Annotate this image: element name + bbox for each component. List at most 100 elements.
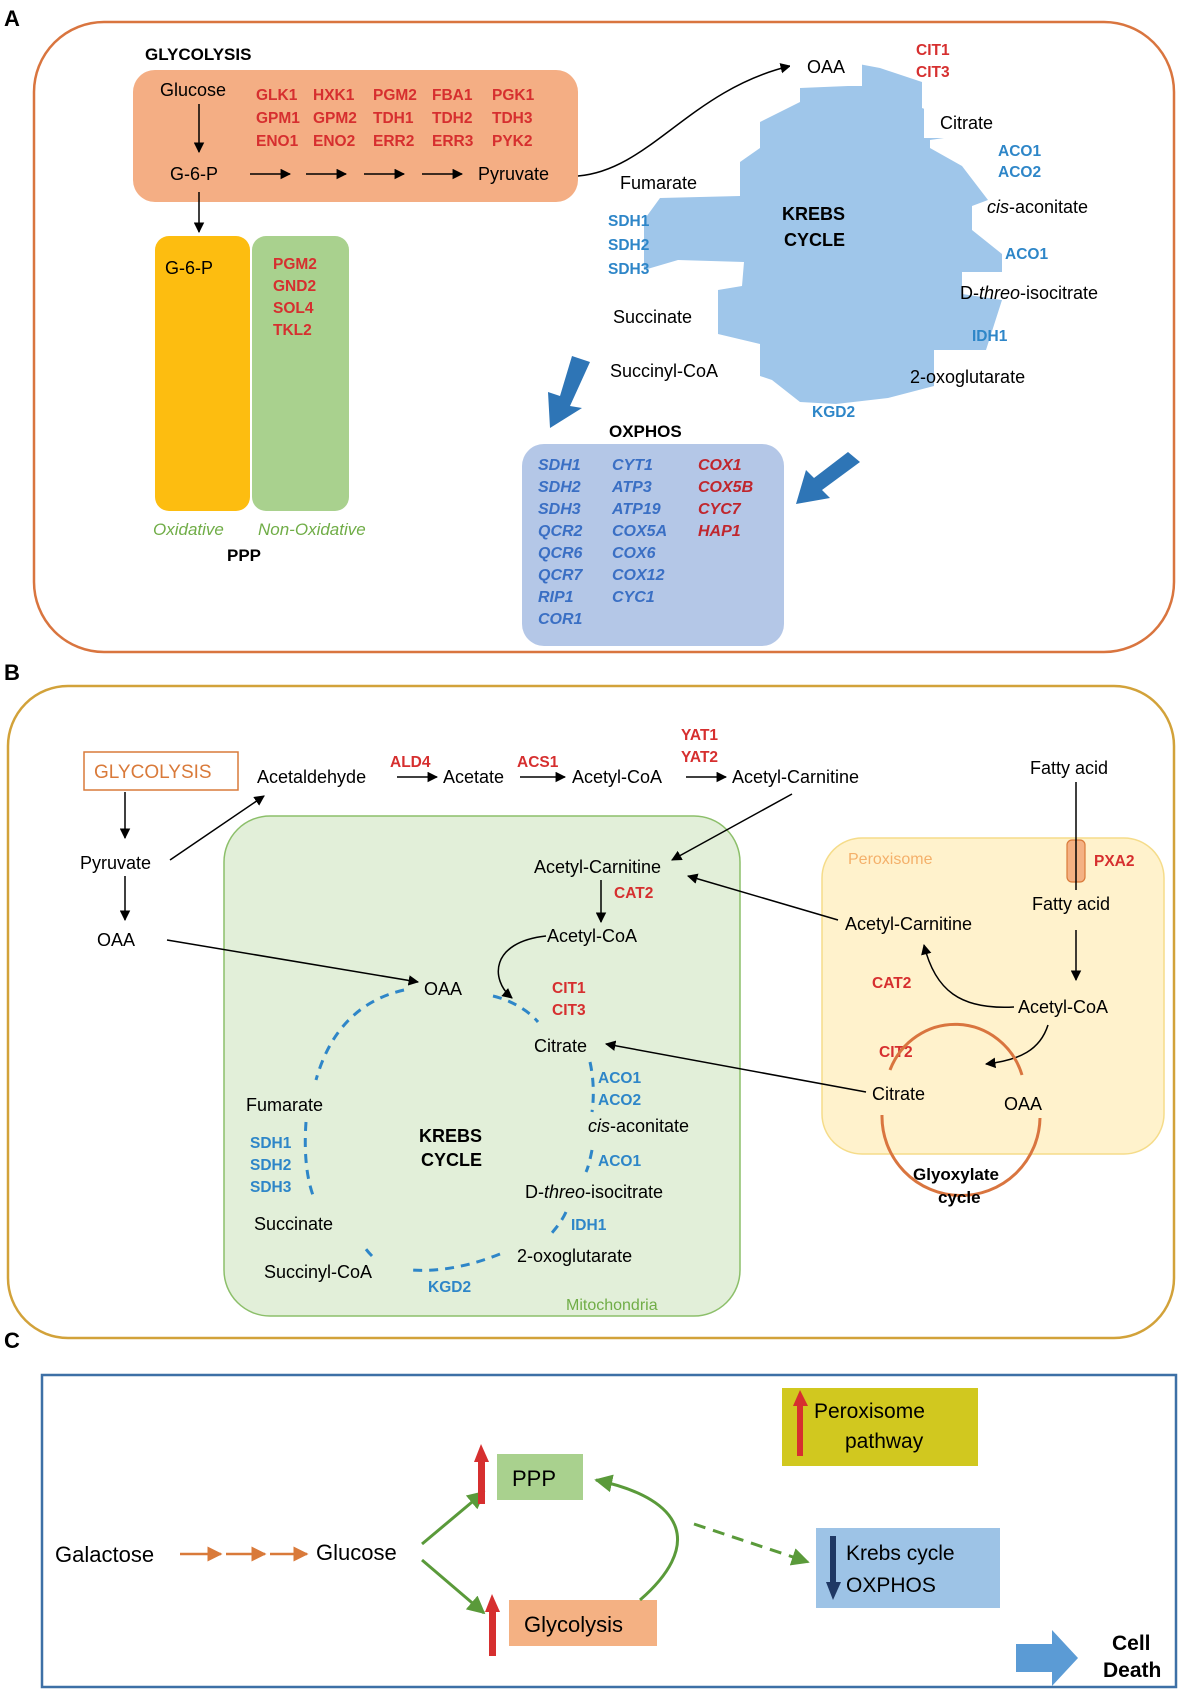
peroxisome-c-label: Peroxisome xyxy=(814,1400,925,1423)
glycolysis-title: GLYCOLYSIS xyxy=(145,45,251,64)
oxphos-gene: CYC7 xyxy=(698,501,742,518)
oaa-per-label: OAA xyxy=(1004,1094,1042,1114)
oxphos-gene: SDH3 xyxy=(538,501,581,518)
nonoxidative-label: Non-Oxidative xyxy=(258,520,366,539)
oxphos-gene: COX1 xyxy=(698,457,742,474)
arrow-glycolysis-ppp xyxy=(594,1474,679,1602)
arrow-pyruvate-acetaldehyde xyxy=(169,795,265,861)
sdh-gene: SDH2 xyxy=(250,1157,291,1174)
sdh-gene: SDH3 xyxy=(608,261,650,278)
ppp-c-label: PPP xyxy=(512,1466,556,1491)
gene: PYK2 xyxy=(492,133,533,150)
glyoxylate-arc-top xyxy=(888,1022,1024,1076)
sdh-gene: SDH1 xyxy=(250,1135,292,1152)
oxphos-col2: CYT1 ATP3 ATP19 COX5A COX6 COX12 CYC1 xyxy=(611,457,667,606)
acetate-label: Acetate xyxy=(443,767,504,787)
panel-a-label: A xyxy=(4,6,20,31)
krebs-title: KREBS xyxy=(782,204,845,224)
gene: ERR2 xyxy=(373,133,414,150)
oaa-label: OAA xyxy=(424,979,462,999)
peroxisome-c-label: pathway xyxy=(845,1430,924,1453)
sdh-gene: SDH3 xyxy=(250,1179,292,1196)
cell-death-label: Cell xyxy=(1112,1632,1151,1655)
gene: TDH3 xyxy=(492,110,533,127)
galactose-label: Galactose xyxy=(55,1542,154,1567)
fatty-acid-top-label: Fatty acid xyxy=(1030,758,1108,778)
isocitrate-label: D-threo-isocitrate xyxy=(525,1182,663,1202)
oxphos-gene: COR1 xyxy=(538,611,583,628)
acetyl-coa-top-label: Acetyl-CoA xyxy=(572,767,662,787)
pyruvate-b-label: Pyruvate xyxy=(80,853,151,873)
aco-gene: ACO1 xyxy=(998,143,1041,160)
oxoglutarate-label: 2-oxoglutarate xyxy=(517,1246,632,1266)
succinate-label: Succinate xyxy=(254,1214,333,1234)
gene: TDH1 xyxy=(373,110,414,127)
gene: FBA1 xyxy=(432,87,473,104)
oxphos-gene: COX12 xyxy=(612,567,665,584)
aco1-gene: ACO1 xyxy=(598,1153,641,1170)
citrate-label: Citrate xyxy=(534,1036,587,1056)
arrow-carnitine-mito xyxy=(671,793,793,861)
cit-gene: CIT1 xyxy=(916,42,950,59)
arrow-citrate-mito xyxy=(604,1040,867,1093)
oxphos-gene: HAP1 xyxy=(698,523,741,540)
acetyl-carnitine-per-label: Acetyl-Carnitine xyxy=(845,914,972,934)
idh1-gene: IDH1 xyxy=(972,328,1008,345)
pxa2-gene: PXA2 xyxy=(1094,853,1135,870)
glycolysis-b-label: GLYCOLYSIS xyxy=(94,762,212,783)
arrow-acetylcoa-citrate xyxy=(497,935,547,999)
acetaldehyde-label: Acetaldehyde xyxy=(257,767,366,787)
kgd2-gene: KGD2 xyxy=(812,404,855,421)
mitochondria-box xyxy=(223,815,741,1317)
glycolysis-c-label: Glycolysis xyxy=(524,1612,623,1637)
ppp-gene: GND2 xyxy=(273,278,316,295)
ppp-gene: TKL2 xyxy=(273,322,312,339)
cat2-per-gene: CAT2 xyxy=(872,975,911,992)
succinyl-coa-label: Succinyl-CoA xyxy=(610,361,718,381)
oxphos-gene: QCR2 xyxy=(538,523,583,540)
glyoxylate-label: cycle xyxy=(938,1188,981,1207)
acetyl-carnitine-mito-label: Acetyl-Carnitine xyxy=(534,857,661,877)
kgd2-gene: KGD2 xyxy=(428,1279,471,1296)
peroxisome-c-box xyxy=(782,1388,978,1466)
panel-c-frame xyxy=(40,1373,1178,1689)
panel-b-frame xyxy=(6,684,1176,1340)
gene: TDH2 xyxy=(432,110,472,127)
arrow-oaa-mito xyxy=(166,939,420,986)
aco1-gene: ACO1 xyxy=(1005,246,1048,263)
krebs-dashed-cycle xyxy=(303,988,595,1272)
thick-arrow-to-oxphos xyxy=(796,452,860,504)
yat-gene: YAT2 xyxy=(681,749,718,766)
oxphos-gene: SDH2 xyxy=(538,479,581,496)
krebs-gear xyxy=(644,62,1002,404)
glycolysis-b-box xyxy=(83,751,239,791)
arrow-acetylcoa-carnitine xyxy=(921,943,1015,1009)
krebs-title: CYCLE xyxy=(784,230,845,250)
oxphos-gene: COX6 xyxy=(612,545,656,562)
acetyl-coa-per-label: Acetyl-CoA xyxy=(1018,997,1108,1017)
gene: PGK1 xyxy=(492,87,535,104)
mito-label: Mitochondria xyxy=(566,1297,658,1314)
peroxisome-box xyxy=(821,837,1165,1155)
cit-gene: CIT3 xyxy=(916,64,950,81)
dashed-arrow-krebs xyxy=(693,1522,810,1566)
gene: ERR3 xyxy=(432,133,474,150)
oxoglutarate-label: 2-oxoglutarate xyxy=(910,367,1025,387)
panel-b-label: B xyxy=(4,660,20,685)
aco-gene: ACO2 xyxy=(998,164,1041,181)
gene: ENO2 xyxy=(313,133,355,150)
cell-death-label: Death xyxy=(1103,1659,1161,1682)
fumarate-label: Fumarate xyxy=(246,1095,323,1115)
cit-gene: CIT1 xyxy=(552,980,586,997)
oxphos-gene: RIP1 xyxy=(538,589,574,606)
glyoxylate-arc-bottom xyxy=(880,1114,1042,1197)
panel-a-frame xyxy=(32,20,1176,654)
succinate-label: Succinate xyxy=(613,307,692,327)
oxphos-gene: ATP19 xyxy=(611,501,661,518)
ppp-gene: PGM2 xyxy=(273,256,317,273)
up-arrow-glycolysis-head xyxy=(485,1594,500,1612)
sdh-gene: SDH2 xyxy=(608,237,649,254)
up-arrow-peroxisome-head xyxy=(793,1390,808,1406)
oaa-label: OAA xyxy=(807,57,845,77)
isocitrate-label: D-threo-isocitrate xyxy=(960,283,1098,303)
